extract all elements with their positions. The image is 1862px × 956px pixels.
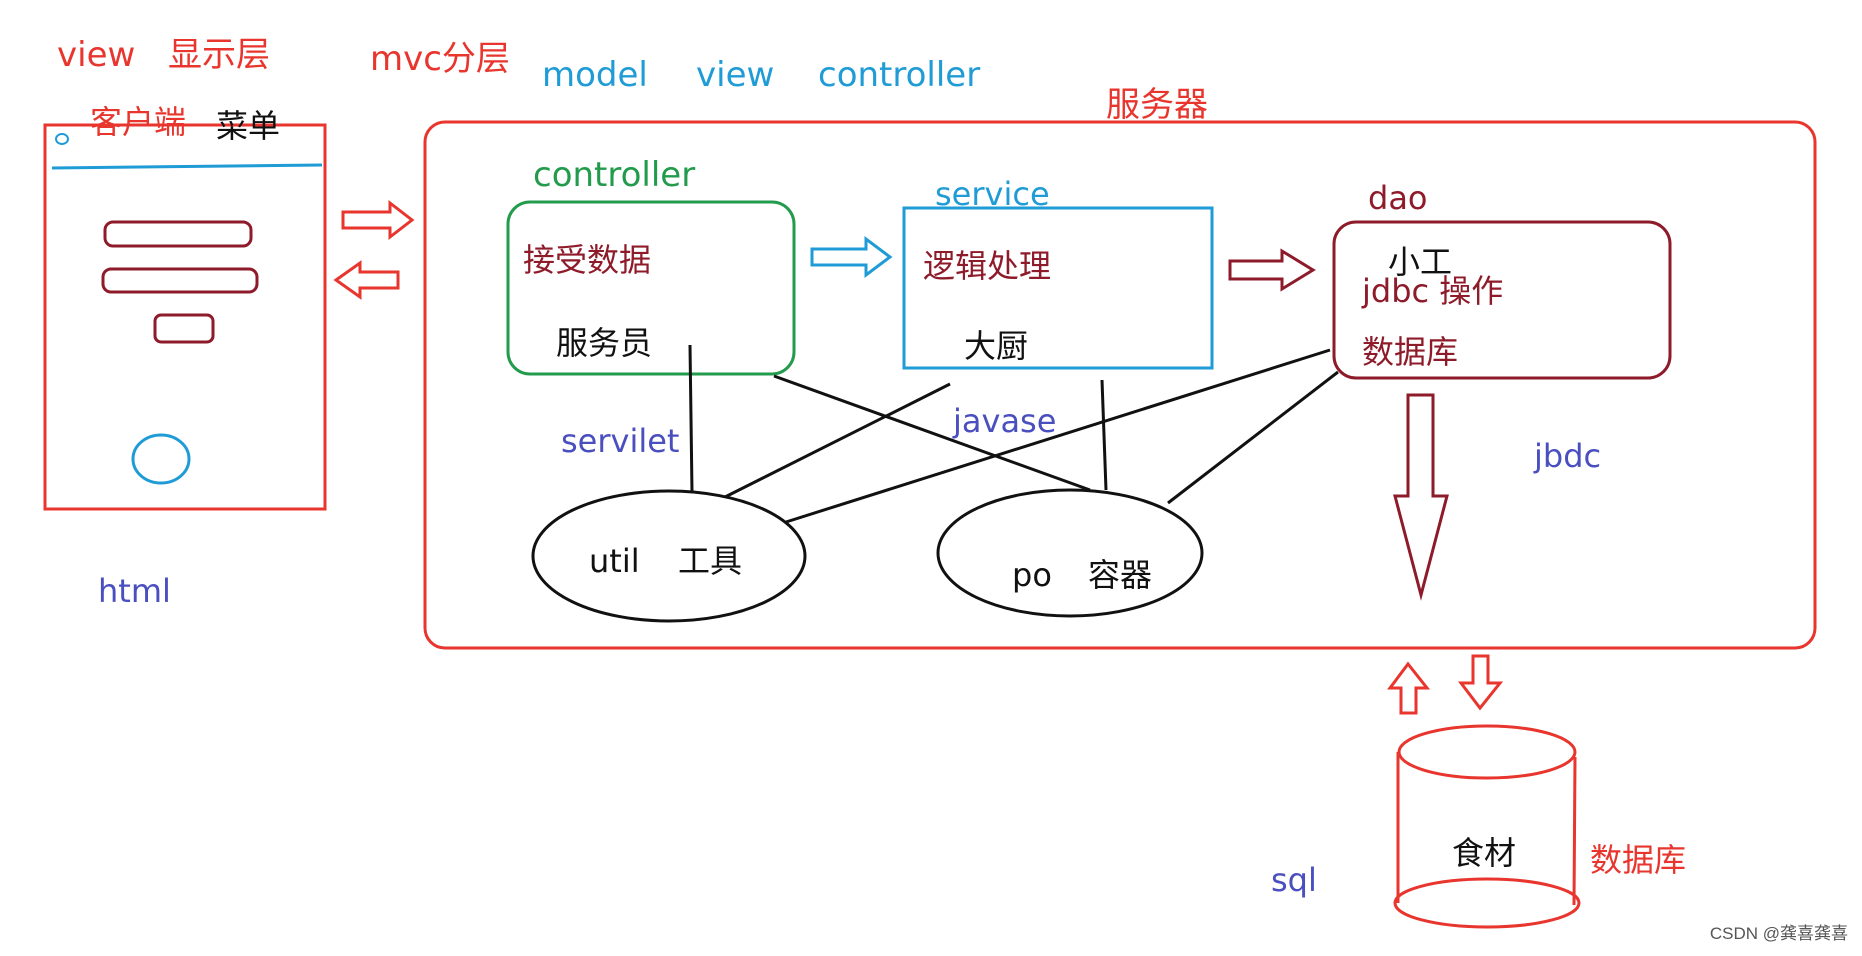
service-to-dao-arrow bbox=[1228, 248, 1316, 292]
response-arrow bbox=[333, 260, 400, 300]
line-dao-util bbox=[785, 348, 1331, 524]
camera-dot bbox=[55, 133, 69, 145]
client-label: 客户端 bbox=[90, 103, 187, 141]
server-label: 服务器 bbox=[1106, 85, 1208, 125]
menu-item-2 bbox=[101, 267, 259, 294]
dao-database: 数据库 bbox=[1362, 333, 1459, 371]
controller-waiter: 服务员 bbox=[556, 324, 653, 362]
request-arrow bbox=[341, 199, 415, 241]
service-chef: 大厨 bbox=[964, 327, 1029, 365]
util-tool-label: 工具 bbox=[678, 542, 743, 580]
html-label: html bbox=[98, 572, 171, 610]
db-label: 数据库 bbox=[1590, 841, 1687, 879]
db-right-side bbox=[1572, 756, 1577, 906]
home-button bbox=[131, 433, 191, 485]
line-dao-po bbox=[1167, 370, 1339, 505]
menu-item-3 bbox=[153, 313, 215, 344]
client-box bbox=[43, 123, 327, 511]
controller-title: controller bbox=[533, 155, 696, 195]
db-down-arrow bbox=[1457, 654, 1504, 711]
menu-item-1 bbox=[103, 220, 253, 248]
view-mvc-label: view bbox=[696, 55, 775, 95]
service-logic: 逻辑处理 bbox=[923, 247, 1052, 285]
po-container-label: 容器 bbox=[1088, 556, 1153, 594]
controller-to-service-arrow bbox=[810, 236, 893, 278]
line-service-util bbox=[724, 382, 951, 499]
util-label: util bbox=[589, 542, 640, 580]
client-header-line bbox=[51, 163, 323, 170]
db-top bbox=[1397, 724, 1577, 780]
servlet-label: servilet bbox=[561, 422, 680, 460]
service-title: service bbox=[935, 175, 1050, 213]
dao-box bbox=[1332, 220, 1672, 380]
dao-jdbc-operate: jdbc 操作 bbox=[1362, 272, 1504, 310]
db-bottom bbox=[1393, 877, 1581, 929]
line-controller-po bbox=[773, 374, 1091, 492]
client-device bbox=[43, 123, 327, 511]
util-ellipse bbox=[531, 489, 807, 623]
dao-to-db-arrow bbox=[1393, 393, 1449, 601]
sql-label: sql bbox=[1271, 861, 1317, 899]
po-label: po bbox=[1012, 556, 1052, 594]
controller-mvc-label: controller bbox=[818, 55, 981, 95]
db-content-label: 食材 bbox=[1452, 834, 1517, 872]
mvc-layers-label: mvc分层 bbox=[370, 39, 510, 79]
display-layer-label: 显示层 bbox=[168, 35, 270, 75]
line-controller-util bbox=[688, 344, 694, 493]
db-up-arrow bbox=[1387, 661, 1431, 715]
line-service-po bbox=[1100, 379, 1108, 491]
javase-label: javase bbox=[953, 402, 1057, 440]
po-ellipse bbox=[936, 488, 1204, 618]
jbdc-label: jbdc bbox=[1534, 437, 1602, 475]
controller-box bbox=[506, 200, 796, 376]
service-box bbox=[902, 206, 1214, 370]
watermark: CSDN @龚喜龚喜 bbox=[1709, 924, 1848, 943]
model-label: model bbox=[542, 55, 648, 95]
server-box bbox=[423, 120, 1817, 650]
view-label: view bbox=[57, 35, 136, 75]
dao-title: dao bbox=[1368, 179, 1428, 217]
menu-label: 菜单 bbox=[216, 107, 281, 145]
database-cylinder bbox=[1393, 724, 1581, 929]
dao-helper: 小工 bbox=[1388, 243, 1453, 281]
connector-lines bbox=[688, 344, 1339, 524]
controller-receive-data: 接受数据 bbox=[523, 241, 652, 279]
